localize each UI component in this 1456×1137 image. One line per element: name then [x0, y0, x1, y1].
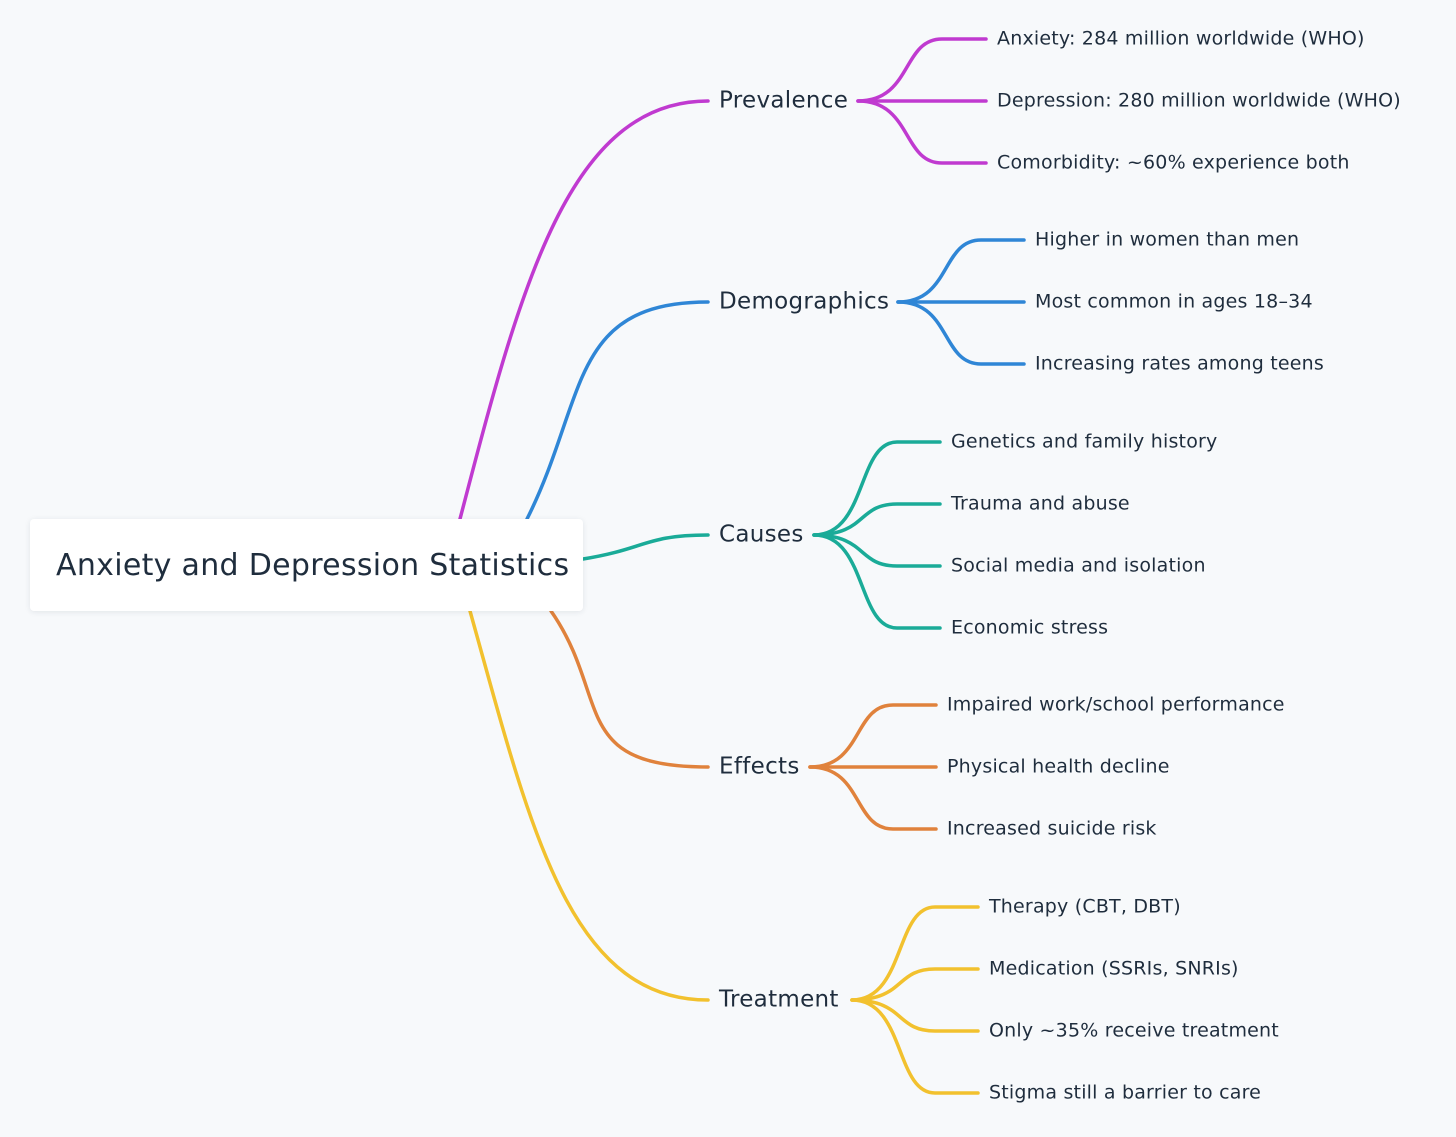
- leaf-node[interactable]: Most common in ages 18–34: [1035, 290, 1313, 313]
- connector-lines: [458, 37, 1026, 1095]
- branch-node-demographics[interactable]: Demographics: [719, 288, 890, 315]
- branch-node-prevalence[interactable]: Prevalence: [719, 87, 849, 114]
- leaf-node[interactable]: Higher in women than men: [1035, 228, 1300, 251]
- leaf-node[interactable]: Physical health decline: [947, 755, 1170, 778]
- leaf-link-effects-1: [808, 703, 938, 769]
- leaf-node[interactable]: Comorbidity: ~60% experience both: [997, 151, 1350, 174]
- branch-link-demographics: [525, 300, 710, 521]
- leaf-link-causes-1: [812, 440, 942, 537]
- leaf-node[interactable]: Trauma and abuse: [951, 492, 1130, 515]
- branch-node-causes[interactable]: Causes: [719, 521, 804, 548]
- leaf-link-causes-3: [812, 533, 942, 568]
- branch-node-effects[interactable]: Effects: [719, 753, 800, 780]
- leaf-link-treatment-4: [850, 998, 980, 1095]
- leaf-node[interactable]: Economic stress: [951, 616, 1109, 639]
- branch-link-prevalence: [458, 99, 710, 521]
- leaf-node[interactable]: Only ~35% receive treatment: [989, 1019, 1279, 1042]
- leaf-node[interactable]: Increasing rates among teens: [1035, 352, 1324, 375]
- root-title: Anxiety and Depression Statistics: [56, 547, 570, 583]
- branch-link-causes: [581, 533, 710, 561]
- branch-node-treatment[interactable]: Treatment: [719, 986, 839, 1013]
- leaf-node[interactable]: Genetics and family history: [951, 430, 1218, 453]
- leaf-link-treatment-2: [850, 967, 980, 1002]
- leaf-link-causes-4: [812, 533, 942, 630]
- leaf-node[interactable]: Medication (SSRIs, SNRIs): [989, 957, 1239, 980]
- root-node[interactable]: Anxiety and Depression Statistics: [30, 519, 583, 611]
- leaf-link-demographics-3: [896, 300, 1026, 366]
- branch-link-effects: [549, 609, 710, 769]
- leaf-link-prevalence-3: [856, 99, 988, 165]
- leaf-node[interactable]: Social media and isolation: [951, 554, 1206, 577]
- leaf-node[interactable]: Therapy (CBT, DBT): [989, 895, 1181, 918]
- leaf-node[interactable]: Depression: 280 million worldwide (WHO): [997, 89, 1401, 112]
- leaf-node[interactable]: Stigma still a barrier to care: [989, 1081, 1262, 1104]
- leaf-node[interactable]: Increased suicide risk: [947, 817, 1157, 840]
- leaf-link-causes-2: [812, 502, 942, 537]
- leaf-link-treatment-1: [850, 905, 980, 1002]
- leaf-node[interactable]: Impaired work/school performance: [947, 693, 1285, 716]
- leaf-link-demographics-1: [896, 238, 1026, 304]
- branch-link-treatment: [468, 609, 710, 1002]
- leaf-link-effects-3: [808, 765, 938, 831]
- leaf-link-prevalence-1: [856, 37, 988, 103]
- leaf-node[interactable]: Anxiety: 284 million worldwide (WHO): [997, 27, 1365, 50]
- leaf-link-treatment-3: [850, 998, 980, 1033]
